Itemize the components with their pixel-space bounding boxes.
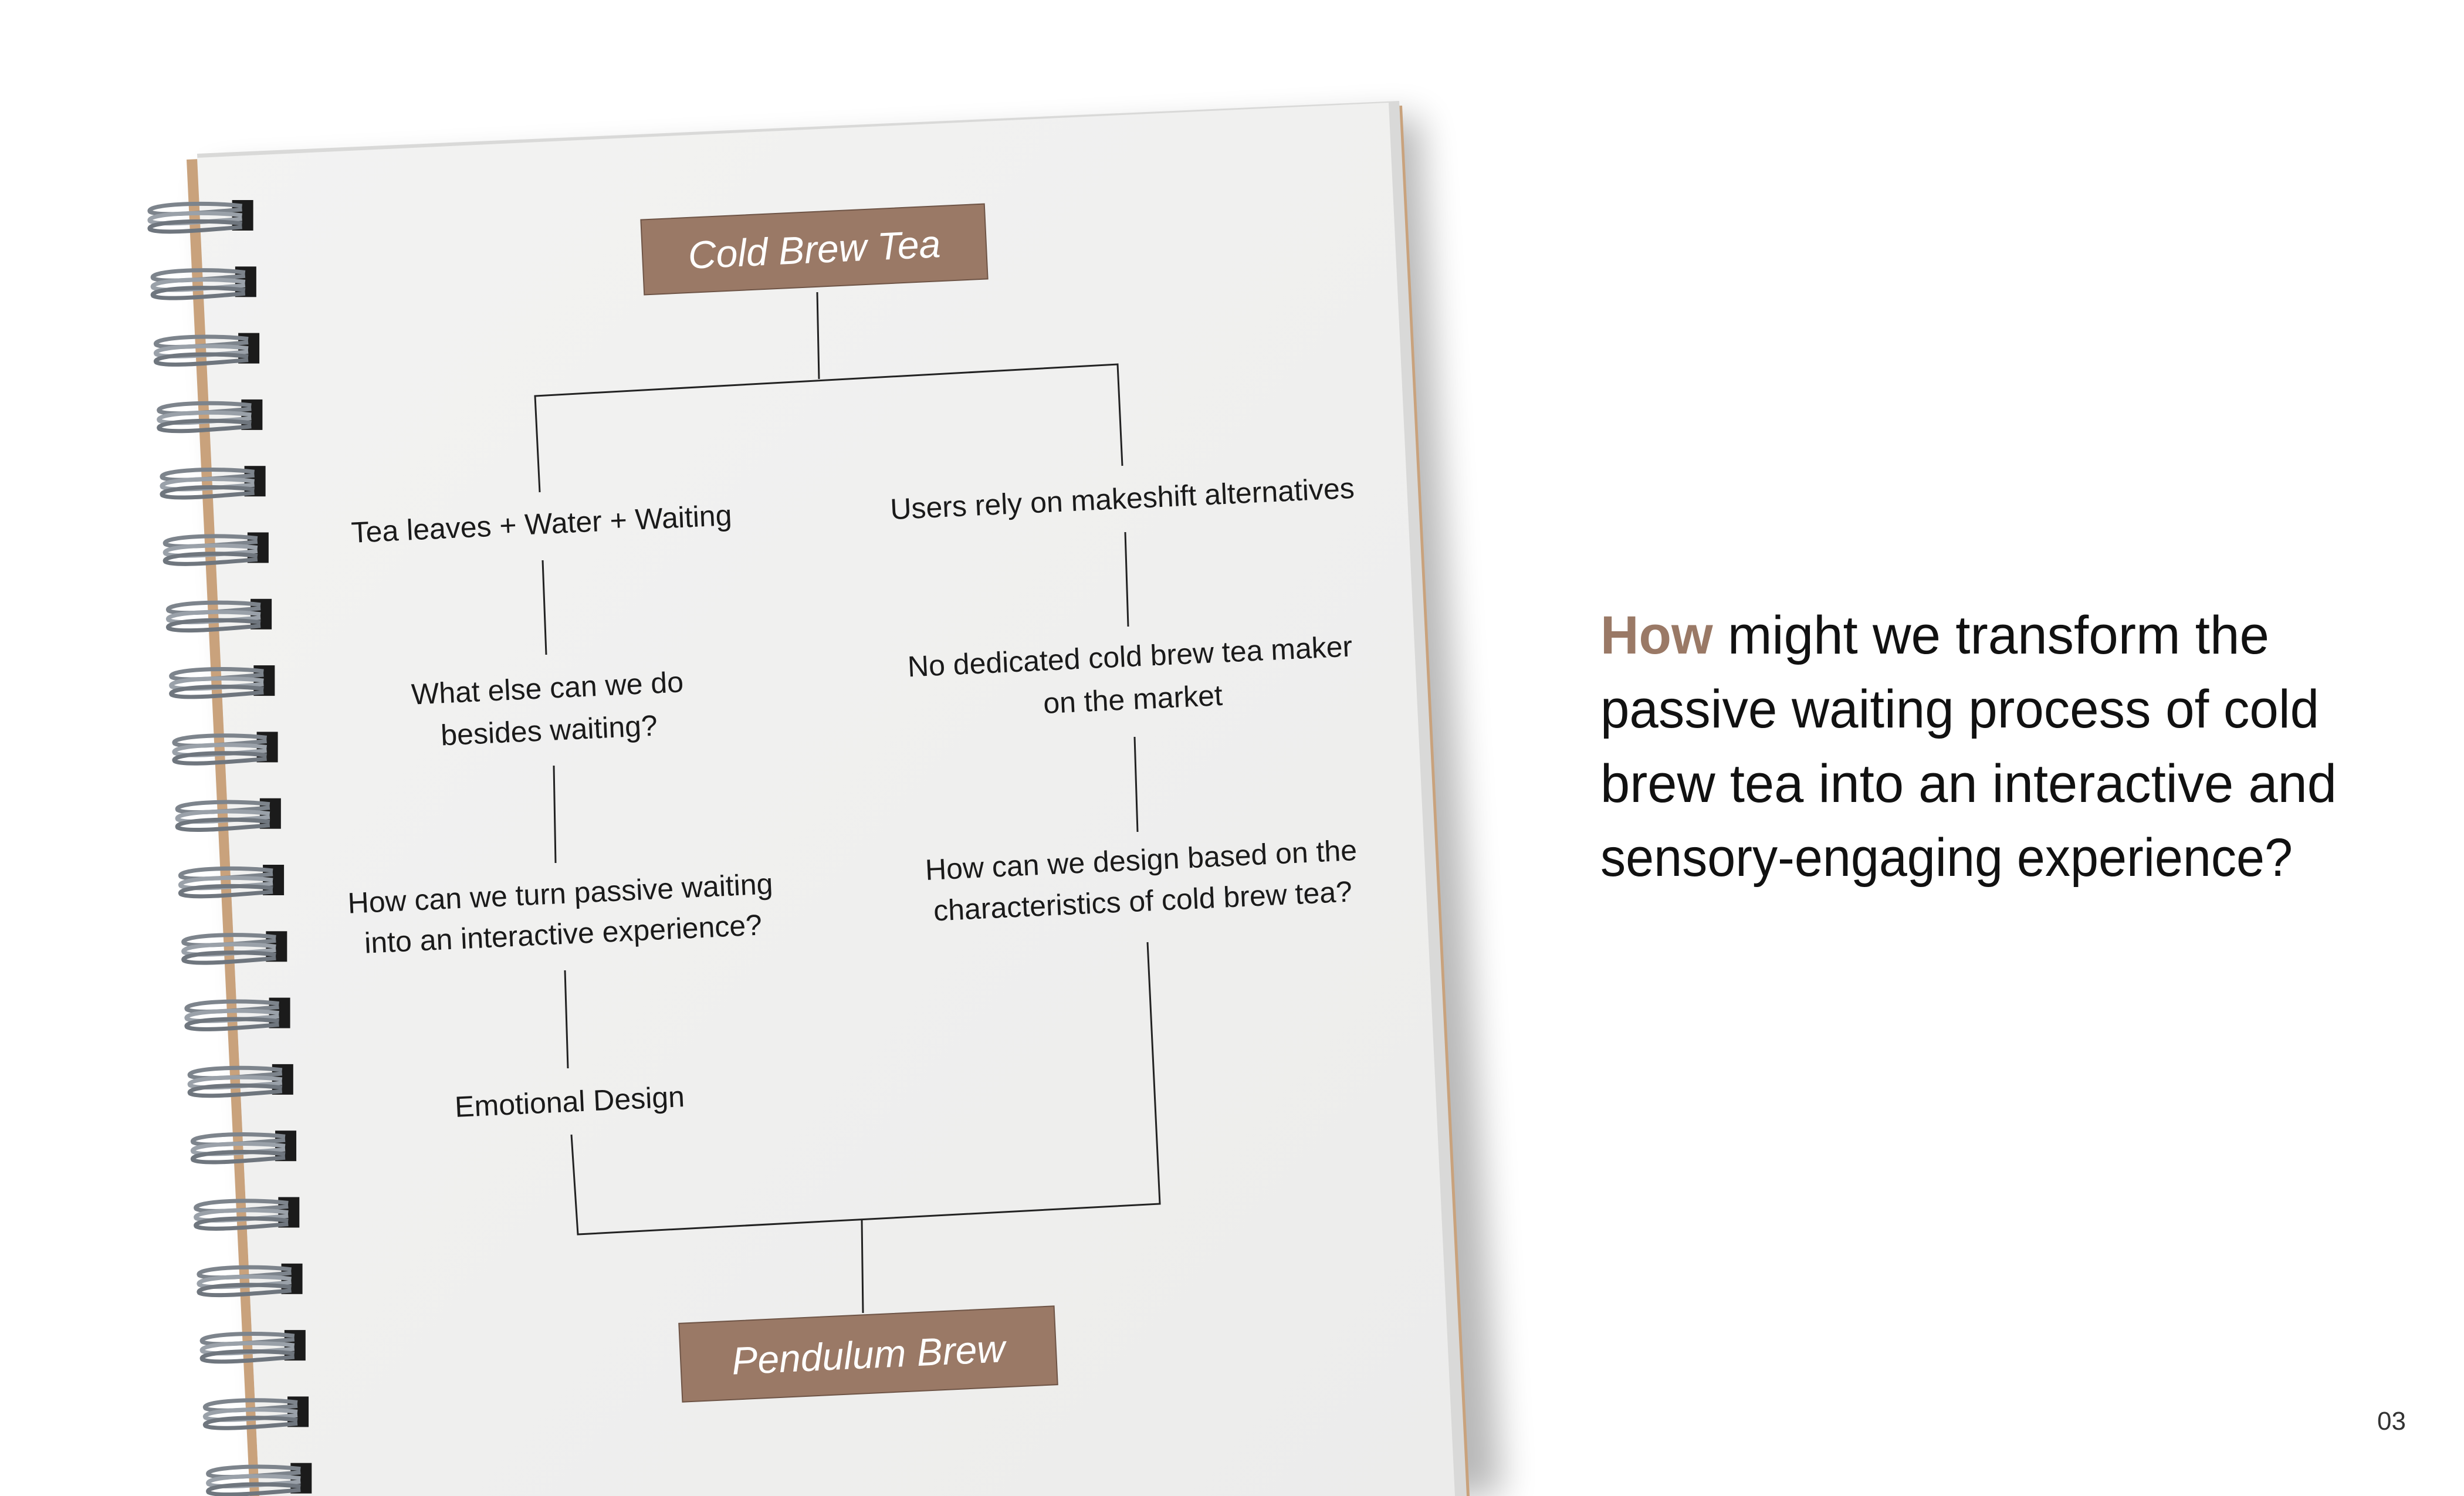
spiral-coil — [166, 598, 272, 633]
spiral-coil — [197, 1263, 303, 1298]
question-highlight: How — [1600, 605, 1713, 665]
spiral-coil — [199, 1330, 306, 1364]
spiral-coil — [181, 931, 287, 965]
spiral-coil — [154, 333, 260, 367]
coil-wire — [172, 751, 267, 766]
top-box: Cold Brew Tea — [640, 203, 989, 296]
spiral-coil — [187, 1064, 293, 1098]
spiral-coil — [160, 466, 266, 500]
question-line-4: sensory-engaging experience? — [1600, 828, 2293, 888]
coil-wire — [169, 684, 264, 699]
spiral-coil — [184, 997, 290, 1031]
notebook — [147, 101, 1502, 1496]
spiral-coil — [175, 798, 281, 832]
coil-wire — [150, 286, 246, 300]
spiral-coil — [194, 1197, 300, 1231]
spiral-coil — [169, 665, 275, 699]
coil-wire — [190, 1150, 286, 1165]
spiral-coil — [163, 532, 269, 566]
coil-wire — [175, 817, 270, 832]
coil-wire — [157, 418, 252, 434]
spiral-coil — [206, 1463, 312, 1496]
coil-wire — [187, 1083, 283, 1098]
question-line-3: brew tea into an interactive and — [1600, 754, 2337, 814]
spiral-coil — [178, 865, 285, 899]
coil-wire — [197, 1282, 292, 1298]
coil-wire — [202, 1416, 298, 1430]
coil-wire — [160, 485, 255, 500]
coil-wire — [154, 352, 249, 367]
question-line-1-text: might we transform the — [1713, 605, 2269, 665]
page-number: 03 — [2377, 1407, 2406, 1436]
spiral-coil — [172, 732, 278, 766]
connector-lines — [534, 292, 1161, 1314]
notebook-page — [197, 103, 1455, 1496]
coil-wire — [199, 1349, 295, 1364]
coil-wire — [147, 219, 243, 234]
spiral-coil — [190, 1131, 297, 1165]
bottom-box: Pendulum Brew — [678, 1305, 1058, 1403]
spiral-coil — [157, 399, 263, 434]
spiral-coil — [202, 1396, 309, 1430]
question-line-2: passive waiting process of cold — [1600, 679, 2319, 739]
spiral-binding — [147, 200, 312, 1496]
spiral-coil — [147, 200, 253, 234]
coil-wire — [194, 1216, 289, 1231]
coil-wire — [184, 1017, 279, 1031]
coil-wire — [181, 950, 276, 965]
coil-wire — [178, 884, 273, 899]
spiral-coil — [150, 266, 256, 300]
how-might-we-question: How might we transform the passive waiti… — [1600, 605, 2337, 888]
coil-wire — [166, 618, 261, 633]
question-line-1: How might we transform the — [1600, 605, 2269, 665]
coil-wire — [163, 551, 258, 566]
coil-wire — [206, 1482, 301, 1496]
